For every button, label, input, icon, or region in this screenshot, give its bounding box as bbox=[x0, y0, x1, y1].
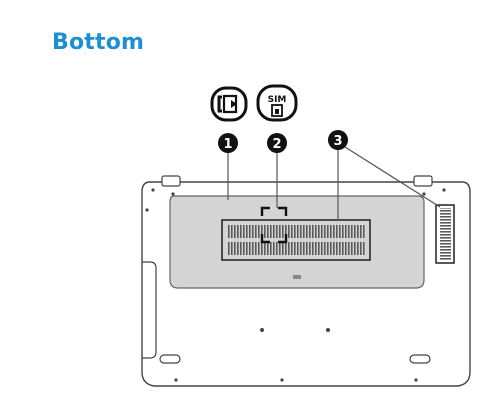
sim-slot bbox=[260, 206, 288, 244]
callout-1-number: 1 bbox=[223, 137, 232, 152]
callout-3-number: 3 bbox=[333, 134, 342, 149]
callout-leader-lines bbox=[227, 146, 441, 221]
callout-2: 2 bbox=[267, 133, 287, 153]
sim-card-icon: SIM bbox=[256, 84, 298, 122]
battery-release-icon bbox=[210, 86, 248, 122]
callout-1: 1 bbox=[218, 133, 238, 153]
section-title: Bottom bbox=[52, 30, 145, 55]
side-vents bbox=[435, 204, 455, 264]
callout-3: 3 bbox=[328, 130, 348, 150]
sim-label: SIM bbox=[268, 95, 287, 105]
callout-2-number: 2 bbox=[272, 137, 281, 152]
